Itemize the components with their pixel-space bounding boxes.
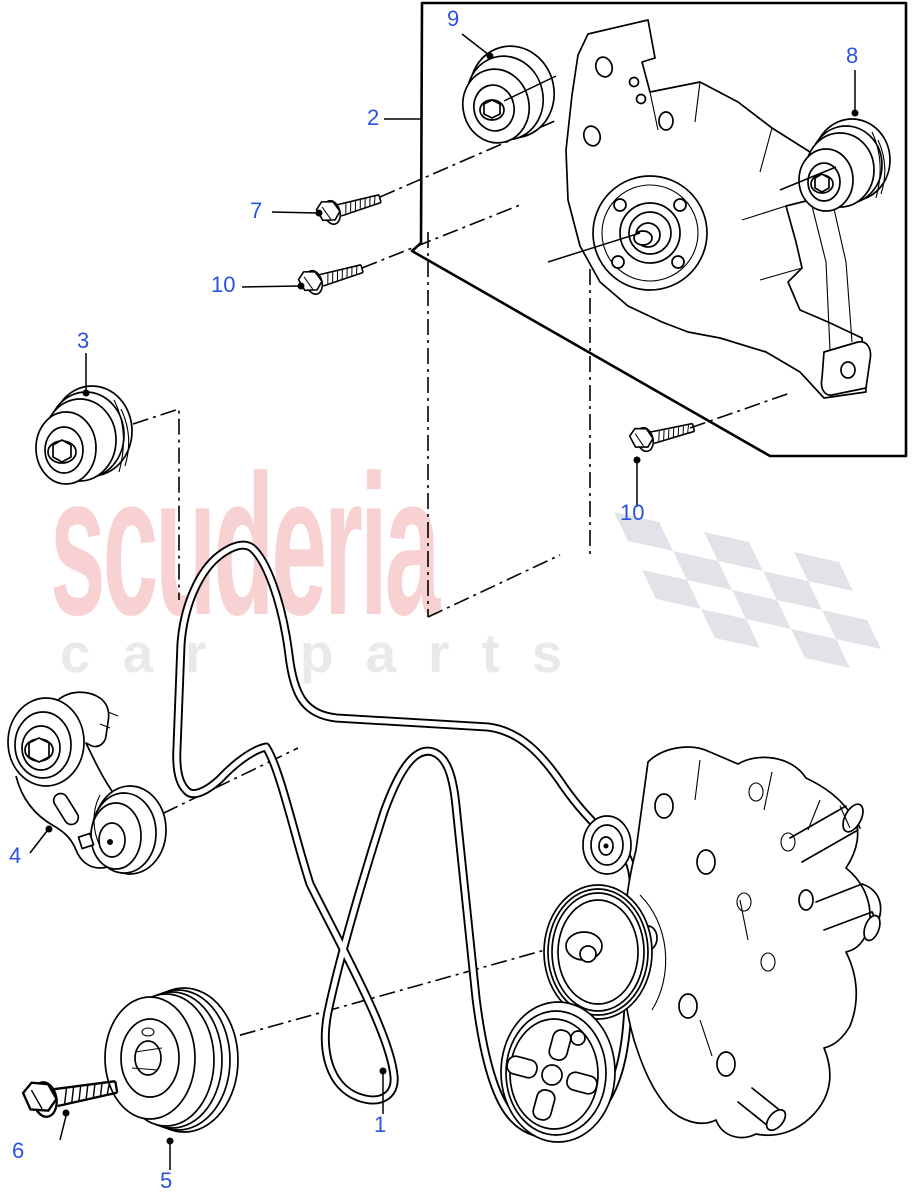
callout-8[interactable]: 8 xyxy=(846,43,859,68)
tagline-watermark: car parts xyxy=(60,622,595,684)
water-pump-pulley xyxy=(543,884,653,1020)
callout-10b[interactable]: 10 xyxy=(620,500,645,525)
leader-lines xyxy=(29,33,856,1170)
callout-5[interactable]: 5 xyxy=(160,1168,173,1193)
grooved-idler-8 xyxy=(798,118,891,212)
crankshaft-pulley xyxy=(104,987,239,1133)
assembly-box xyxy=(410,1,908,458)
bracket-assembly xyxy=(565,19,872,399)
leader-dots xyxy=(45,52,859,1145)
callout-4[interactable]: 4 xyxy=(9,843,22,868)
belt-tensioner xyxy=(7,691,167,875)
idler-pulley-9 xyxy=(461,45,556,144)
callout-6[interactable]: 6 xyxy=(12,1138,25,1163)
drive-belt xyxy=(172,540,638,1140)
checkered-flag-watermark xyxy=(614,512,881,668)
water-pump-assembly xyxy=(500,746,882,1143)
flange-bolt-10a xyxy=(296,255,367,299)
water-pump-small-pulley xyxy=(582,815,632,875)
callout-1[interactable]: 1 xyxy=(374,1112,387,1137)
power-steering-pulley xyxy=(500,1001,616,1143)
callout-9[interactable]: 9 xyxy=(447,6,460,31)
callout-7[interactable]: 7 xyxy=(250,198,263,223)
callout-2[interactable]: 2 xyxy=(367,105,380,130)
flange-bolt-7 xyxy=(314,185,385,229)
callout-10a[interactable]: 10 xyxy=(211,272,236,297)
flange-bolt-10b xyxy=(627,414,698,456)
callout-3[interactable]: 3 xyxy=(77,328,90,353)
crank-bolt-6 xyxy=(20,1067,121,1122)
grooved-idler-3 xyxy=(35,385,133,485)
